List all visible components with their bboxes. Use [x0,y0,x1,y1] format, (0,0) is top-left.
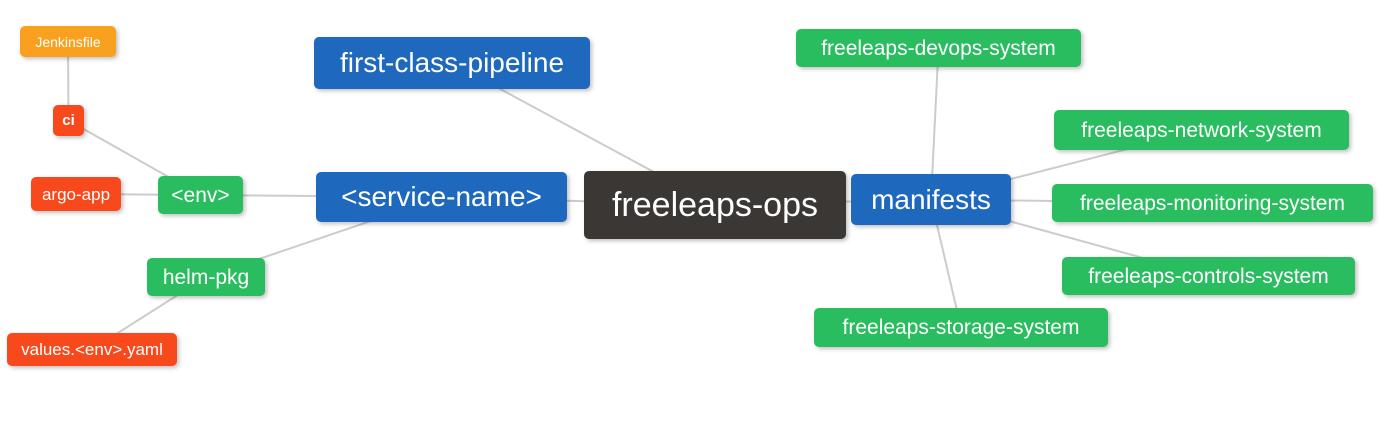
node-controls[interactable]: freeleaps-controls-system [1062,257,1355,295]
node-fcp[interactable]: first-class-pipeline [314,37,590,89]
node-network[interactable]: freeleaps-network-system [1054,110,1349,150]
node-values[interactable]: values.<env>.yaml [7,333,177,366]
node-monitoring[interactable]: freeleaps-monitoring-system [1052,184,1373,222]
node-env[interactable]: <env> [158,176,243,214]
node-manifests[interactable]: manifests [851,174,1011,225]
node-ci[interactable]: ci [53,105,84,136]
node-jenkinsfile[interactable]: Jenkinsfile [20,26,116,57]
node-devops[interactable]: freeleaps-devops-system [796,29,1081,67]
node-service[interactable]: <service-name> [316,172,567,222]
node-ops[interactable]: freeleaps-ops [584,171,846,239]
node-helm[interactable]: helm-pkg [147,258,265,296]
node-argo[interactable]: argo-app [31,177,121,211]
node-storage[interactable]: freeleaps-storage-system [814,308,1108,347]
